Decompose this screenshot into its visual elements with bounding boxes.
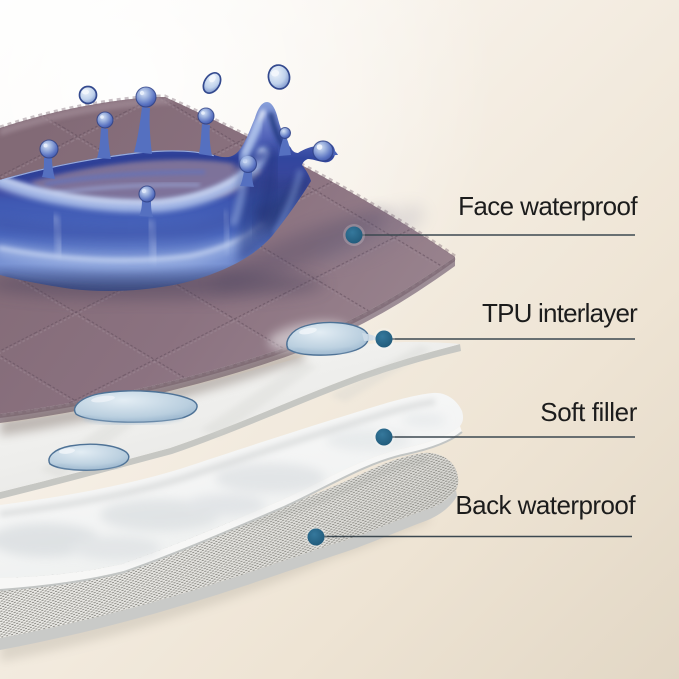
svg-text:Soft filler: Soft filler [540, 397, 637, 427]
svg-text:Back waterproof: Back waterproof [455, 490, 636, 520]
svg-text:Face waterproof: Face waterproof [458, 191, 638, 221]
svg-text:TPU interlayer: TPU interlayer [482, 298, 638, 328]
